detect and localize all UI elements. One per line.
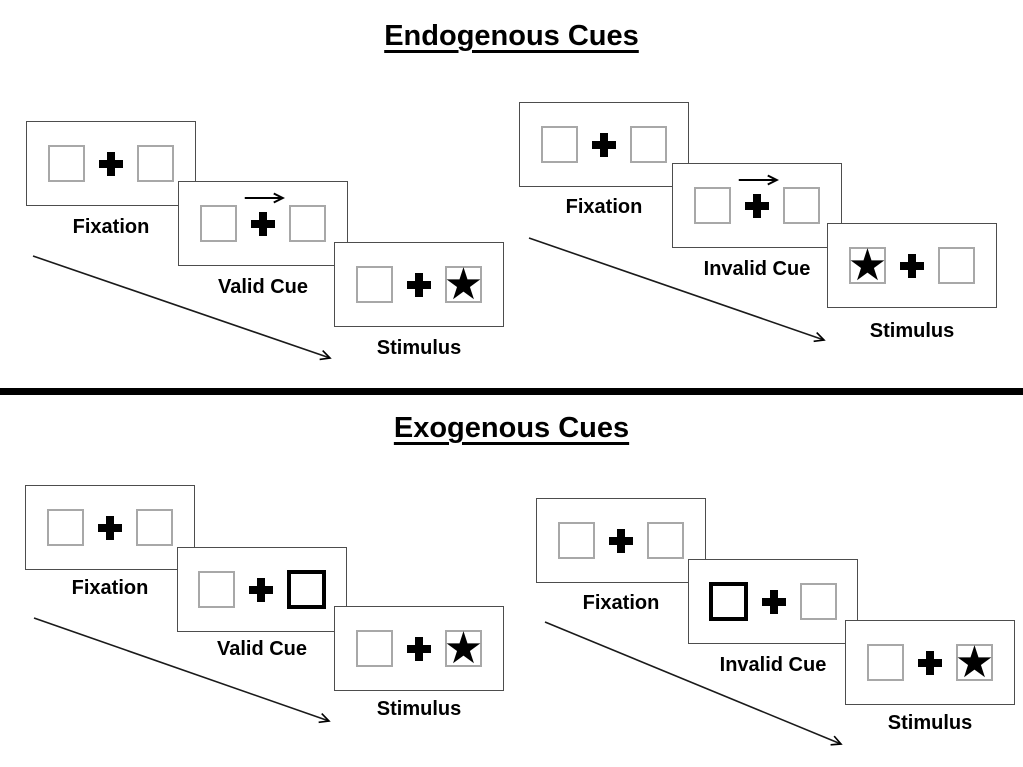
fixation-cross-icon — [249, 577, 273, 602]
fixation-cross-icon — [99, 151, 123, 176]
panel-stimulus: ★ — [334, 242, 504, 327]
fixation-cross-icon — [592, 132, 616, 157]
placeholder-box-left — [200, 205, 237, 242]
timeline-arrow-endogenous-invalid — [528, 237, 826, 343]
panel-invalid-cue — [688, 559, 858, 644]
cue-box-bold-right — [287, 570, 326, 609]
panel-label-valid-cue: Valid Cue — [216, 638, 308, 660]
section-title-exogenous-text: Exogenous Cues — [393, 412, 630, 444]
target-box-left: ★ — [847, 240, 888, 290]
panel-label-valid-cue: Valid Cue — [217, 276, 309, 298]
fixation-cross-icon — [244, 192, 285, 236]
target-star-icon: ★ — [443, 623, 484, 673]
section-title-endogenous-text: Endogenous Cues — [384, 20, 639, 52]
cue-arrow-right-icon — [738, 174, 779, 185]
fixation-cross-icon — [762, 589, 786, 614]
panel-stimulus: ★ — [845, 620, 1015, 705]
placeholder-box-right — [783, 187, 820, 224]
target-box-right: ★ — [443, 623, 484, 673]
timeline-arrow-exogenous-invalid — [544, 621, 843, 746]
section-divider — [0, 388, 1023, 395]
fixation-cross-icon — [609, 528, 633, 553]
placeholder-box-left — [48, 145, 85, 182]
panel-fixation — [25, 485, 195, 570]
timeline-arrow-endogenous-valid — [32, 255, 332, 361]
placeholder-box-left — [356, 266, 393, 303]
placeholder-box-right — [800, 583, 837, 620]
panel-valid-cue — [177, 547, 347, 632]
panel-fixation — [26, 121, 196, 206]
target-star-icon: ★ — [847, 240, 888, 290]
panel-label-stimulus: Stimulus — [887, 712, 973, 734]
placeholder-box-left — [356, 630, 393, 667]
panel-valid-cue — [178, 181, 348, 266]
panel-stimulus: ★ — [334, 606, 504, 691]
panel-fixation — [536, 498, 706, 583]
panel-invalid-cue — [672, 163, 842, 248]
timeline-arrow-exogenous-valid — [33, 617, 331, 724]
target-box-right: ★ — [443, 259, 484, 309]
placeholder-box-right — [647, 522, 684, 559]
section-title-endogenous: Endogenous Cues — [0, 20, 1023, 53]
target-star-icon: ★ — [954, 637, 995, 687]
panel-label-fixation: Fixation — [72, 216, 150, 238]
panel-fixation — [519, 102, 689, 187]
target-box-right: ★ — [954, 637, 995, 687]
panel-label-stimulus: Stimulus — [376, 337, 462, 359]
panel-label-fixation: Fixation — [71, 577, 149, 599]
placeholder-box-right — [137, 145, 174, 182]
panel-label-invalid-cue: Invalid Cue — [703, 258, 811, 280]
placeholder-box-right — [289, 205, 326, 242]
cue-arrow-right-icon — [244, 192, 285, 203]
panel-label-fixation: Fixation — [582, 592, 660, 614]
placeholder-box-left — [558, 522, 595, 559]
fixation-cross-icon — [738, 174, 779, 218]
fixation-cross-icon — [98, 515, 122, 540]
placeholder-box-left — [198, 571, 235, 608]
panel-label-invalid-cue: Invalid Cue — [719, 654, 827, 676]
cue-box-bold-left — [709, 582, 748, 621]
placeholder-box-right — [136, 509, 173, 546]
placeholder-box-left — [867, 644, 904, 681]
placeholder-box-left — [541, 126, 578, 163]
fixation-cross-icon — [918, 650, 942, 675]
panel-label-stimulus: Stimulus — [869, 320, 955, 342]
panel-label-stimulus: Stimulus — [376, 698, 462, 720]
fixation-cross-icon — [407, 636, 431, 661]
fixation-cross-icon — [900, 253, 924, 278]
placeholder-box-left — [47, 509, 84, 546]
placeholder-box-left — [694, 187, 731, 224]
fixation-cross-icon — [407, 272, 431, 297]
section-title-exogenous: Exogenous Cues — [0, 412, 1023, 445]
placeholder-box-right — [938, 247, 975, 284]
placeholder-box-right — [630, 126, 667, 163]
panel-label-fixation: Fixation — [565, 196, 643, 218]
panel-stimulus: ★ — [827, 223, 997, 308]
target-star-icon: ★ — [443, 259, 484, 309]
